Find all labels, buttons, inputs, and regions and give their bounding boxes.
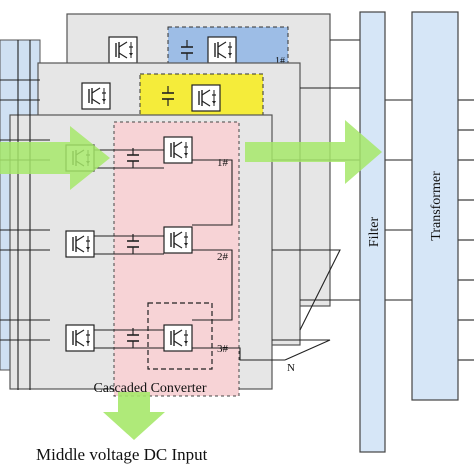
igbt-switch-icon	[163, 136, 193, 164]
igbt-switch-icon	[65, 230, 95, 258]
filter-label: Filter	[367, 217, 382, 248]
input-flow-arrow-icon	[103, 392, 165, 440]
converter-layer-front	[0, 40, 285, 397]
module-3-label: 3#	[217, 343, 229, 355]
igbt-switch-icon	[81, 82, 111, 110]
output-lines	[272, 39, 474, 361]
igbt-switch-icon	[65, 324, 95, 352]
module-2-label: 2#	[217, 251, 229, 263]
transformer-label: Transformer	[429, 171, 444, 241]
input-label: Middle voltage DC Input	[36, 445, 208, 464]
transformer-block	[411, 11, 459, 401]
igbt-switch-icon	[163, 324, 193, 352]
filter-block	[359, 11, 386, 453]
power-flow-arrow-icon	[245, 120, 382, 184]
igbt-switch-icon	[163, 226, 193, 254]
power-flow-arrow-icon	[0, 126, 110, 190]
cascaded-converter-label: Cascaded Converter	[93, 381, 206, 396]
igbt-switch-icon	[207, 36, 237, 64]
igbt-switch-icon	[108, 36, 138, 64]
igbt-switch-icon	[191, 84, 221, 112]
back-module-label: 1#	[275, 56, 285, 67]
n-layer-label: N	[287, 362, 295, 374]
module-interconnects	[94, 149, 285, 361]
module-3-dashed-box	[147, 302, 213, 370]
module-1-label: 1#	[217, 157, 229, 169]
